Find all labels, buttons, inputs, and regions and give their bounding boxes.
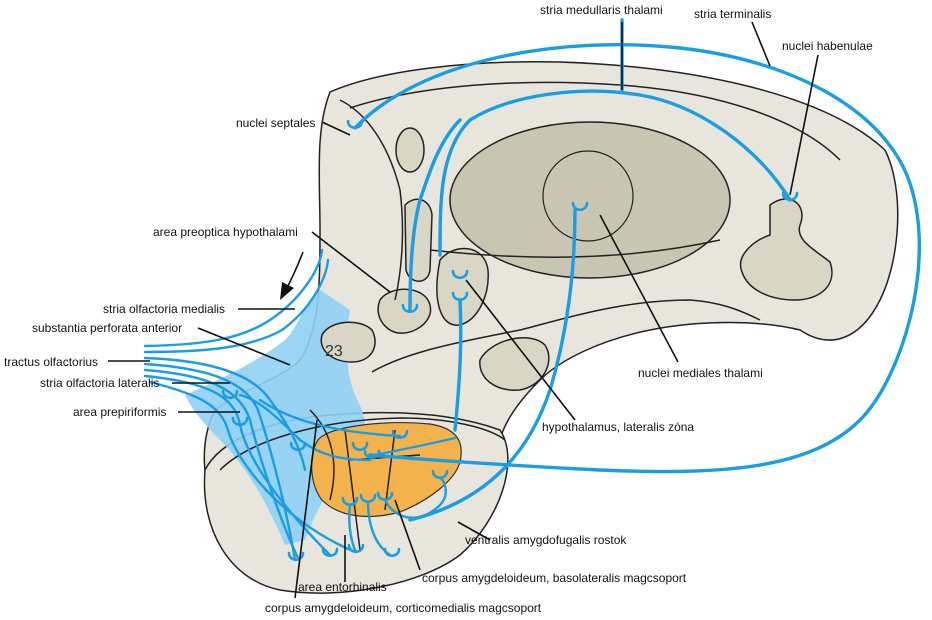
lateral-hypothalamus-pathway — [453, 298, 463, 432]
label-nuclei-septales: nuclei septales — [236, 116, 315, 130]
olfactory-fibre — [143, 368, 300, 560]
thalamus-medial-nucleus — [542, 150, 634, 242]
amygdalofugal-pathway — [408, 208, 577, 522]
leader-nuclei-septales — [321, 121, 351, 136]
fibre-terminal-icon — [363, 449, 381, 460]
label-tractus-olfactorius: tractus olfactorius — [4, 355, 98, 369]
flow-direction-arrow-icon — [285, 251, 304, 291]
hippocampal-sulcus-outline — [309, 409, 421, 551]
optic-chiasm-shape — [320, 321, 376, 363]
fibre-terminal-icon — [383, 547, 401, 558]
label-area-entorhinalis: area entorhinalis — [298, 580, 387, 594]
leader-nuclei-habenulae — [789, 54, 819, 196]
leader-lines — [108, 21, 819, 599]
hypothalamus-outline — [371, 299, 761, 373]
label-corpus-amygdaloideum-corticomedialis: corpus amygdeloideum, corticomedialis ma… — [265, 601, 542, 615]
habenula-shape — [739, 198, 833, 301]
olfactory-fibre — [143, 248, 324, 348]
arrowhead-icon — [280, 282, 294, 300]
leader-corpus-corticomedialis — [294, 419, 318, 599]
label-area-prepiriformis: area prepiriformis — [73, 405, 166, 419]
label-area-preoptica-hypothalami: area preoptica hypothalami — [153, 225, 298, 239]
septal-column — [395, 127, 425, 173]
label-substantia-perforata-anterior: substantia perforata anterior — [32, 321, 182, 335]
mammillary-body — [479, 337, 550, 391]
labels: stria medullaris thalami stria terminali… — [4, 3, 873, 615]
fibre-terminal-icon — [376, 491, 394, 502]
label-nuclei-habenulae: nuclei habenulae — [782, 39, 873, 53]
fibre-terminal-icon — [401, 303, 419, 314]
fibre-terminal-icon — [289, 441, 307, 452]
olfactory-fibre — [258, 398, 402, 438]
leader-substantia-perforata — [197, 327, 291, 366]
region-number: 23 — [325, 343, 343, 360]
label-hypothalamus-lateralis-zona: hypothalamus, lateralis zóna — [542, 420, 694, 434]
label-stria-medullaris-thalami: stria medullaris thalami — [540, 3, 663, 17]
temporal-horn-outline — [219, 417, 506, 471]
leader-hypothalamus-lateralis — [465, 279, 576, 421]
label-corpus-amygdaloideum-basolateralis: corpus amygdeloideum, basolateralis magc… — [422, 571, 687, 585]
leader-stria-terminalis — [751, 21, 771, 67]
thalamus-floor-outline — [429, 239, 721, 258]
fibre-terminal-icon — [359, 493, 377, 504]
structure-outlines — [219, 81, 841, 551]
leader-area-preoptica — [311, 231, 391, 293]
fibre-terminal-icon — [451, 269, 469, 280]
olfactory-fibre — [143, 258, 330, 354]
fibre-terminal-icon — [231, 416, 249, 427]
fibre-terminal-icon — [287, 551, 305, 562]
fibre-terminal-icon — [347, 543, 365, 554]
fibre-terminal-icon — [571, 201, 589, 212]
fibre-terminal-icon — [346, 119, 364, 130]
label-stria-terminalis: stria terminalis — [694, 7, 771, 21]
fibre-terminal-icon — [351, 441, 369, 452]
fibre-terminal-icon — [221, 389, 239, 400]
leader-ventralis-amygdofugalis — [457, 521, 491, 541]
fibre-terminal-icon — [431, 469, 449, 480]
label-stria-olfactoria-medialis: stria olfactoria medialis — [103, 302, 225, 316]
corpus-callosum-outline — [349, 81, 841, 161]
fibre-terminal-icon — [451, 291, 469, 302]
fibre-terminals — [221, 119, 799, 562]
fibre-terminal-icon — [341, 496, 359, 507]
stria-medullaris-pathway — [438, 89, 792, 257]
preoptic-area-shape — [377, 288, 432, 334]
fibre-terminal-icon — [781, 191, 799, 202]
label-ventralis-amygdofugalis-rostok: ventralis amygdofugalis rostok — [465, 533, 627, 547]
label-stria-olfactoria-lateralis: stria olfactoria lateralis — [40, 376, 159, 390]
amygdala-fibre — [383, 476, 447, 519]
stria-terminalis-pathway — [353, 43, 921, 474]
olfactory-fibre — [143, 356, 307, 472]
leader-nuclei-mediales-thalami — [599, 214, 679, 363]
olfactory-fibre — [238, 393, 372, 462]
septal-to-preoptic-pathway — [408, 118, 462, 312]
olfactory-fibre — [148, 380, 357, 554]
amygdala-fibre — [348, 503, 358, 554]
fibre-terminal-icon — [391, 429, 409, 440]
lateral-hypothalamus-shape — [436, 247, 489, 326]
leader-corpus-basolateralis — [394, 499, 421, 571]
label-nuclei-mediales-thalami: nuclei mediales thalami — [638, 366, 763, 380]
deep-structures — [311, 121, 833, 518]
fibre-terminal-icon — [321, 547, 339, 558]
olfactory-tract-fibres — [143, 248, 402, 562]
fibre-pathways — [143, 18, 921, 562]
